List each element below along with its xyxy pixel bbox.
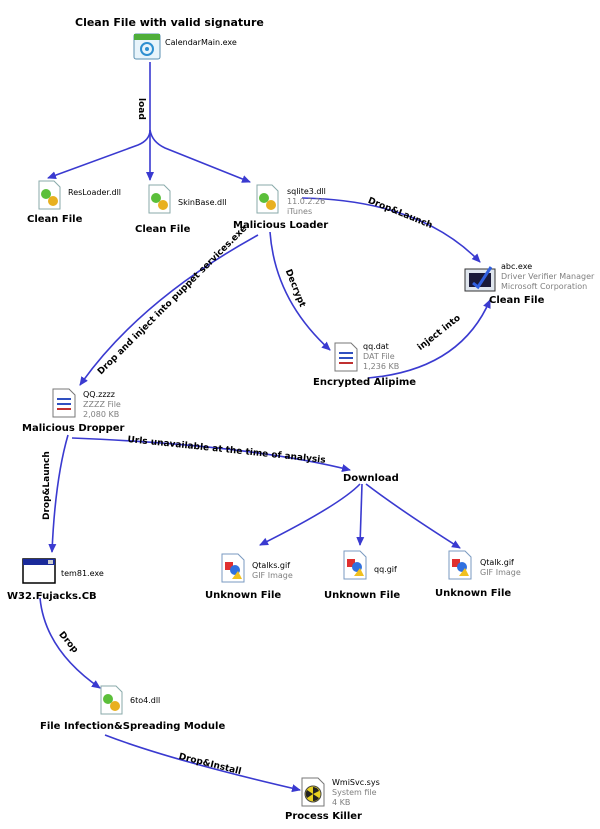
6to4-file-name: 6to4.dll xyxy=(130,696,161,705)
qtalks-type: GIF Image xyxy=(252,571,293,580)
qtalk-gif-icon xyxy=(447,550,473,580)
qqzzzz-file-icon xyxy=(51,388,77,418)
tem81-file-name: tem81.exe xyxy=(61,569,104,578)
abc-file-info: abc.exe Driver Verifier Manager Microsof… xyxy=(501,262,594,292)
edge-download-qtalk xyxy=(365,483,461,549)
calendar-file-name: CalendarMain.exe xyxy=(165,38,237,47)
qqdat-file-icon xyxy=(333,342,359,372)
calendar-exe-icon xyxy=(133,31,161,61)
sqlite-file-info: sqlite3.dll 11.0.2.26 iTunes xyxy=(287,187,326,217)
qqzzzz-size: 2,080 KB xyxy=(83,410,120,419)
wmisvc-file-info: WmiSvc.sys System file 4 KB xyxy=(332,778,380,808)
qtalks-gif-icon xyxy=(220,553,246,583)
abc-description: Driver Verifier Manager xyxy=(501,272,595,281)
qtalk-label: Unknown File xyxy=(435,588,512,599)
edge-sqlite-qqzzzz xyxy=(79,234,259,386)
qtalks-file-info: Qtalks.gif GIF Image xyxy=(252,561,293,581)
6to4-label: File Infection&Spreading Module xyxy=(40,721,226,732)
abc-label: Clean File xyxy=(489,295,545,306)
edge-label-drop-launch-2: Drop&Launch xyxy=(42,451,52,520)
resloader-label: Clean File xyxy=(27,214,83,225)
qqgif-gif-icon xyxy=(342,550,368,580)
edge-qqdat-abc xyxy=(367,299,491,379)
qqgif-label: Unknown File xyxy=(324,590,401,601)
qtalk-type: GIF Image xyxy=(480,568,521,577)
qqzzzz-label: Malicious Dropper xyxy=(22,423,125,434)
skinbase-dll-icon xyxy=(146,184,172,214)
edge-download-qtalks xyxy=(259,483,361,546)
sqlite-dll-icon xyxy=(254,184,280,214)
skinbase-label: Clean File xyxy=(135,224,191,235)
edge-calendar-sqlite xyxy=(149,129,251,183)
qtalks-file-name: Qtalks.gif xyxy=(252,561,291,570)
qqgif-file-name: qq.gif xyxy=(374,565,397,574)
qqzzzz-type: ZZZZ File xyxy=(83,400,121,409)
wmisvc-label: Process Killer xyxy=(285,811,362,822)
qqzzzz-file-name: QQ.zzzz xyxy=(83,390,115,399)
edge-calendar-resloader xyxy=(47,62,151,180)
download-label: Download xyxy=(343,473,399,484)
qqdat-size: 1,236 KB xyxy=(363,362,400,371)
6to4-dll-icon xyxy=(98,685,124,715)
edge-qqzzzz-tem81 xyxy=(48,434,69,553)
wmisvc-type: System file xyxy=(332,788,377,797)
qtalks-label: Unknown File xyxy=(205,590,282,601)
qqdat-label: Encrypted Alipime xyxy=(313,377,417,388)
wmisvc-file-name: WmiSvc.sys xyxy=(332,778,380,787)
tem81-label: W32.Fujacks.CB xyxy=(7,591,97,602)
abc-company: Microsoft Corporation xyxy=(501,282,588,291)
sqlite-file-name: sqlite3.dll xyxy=(287,187,326,196)
resloader-dll-icon xyxy=(36,180,62,210)
edge-sqlite-qqdat xyxy=(269,231,331,351)
diagram-title: Clean File with valid signature xyxy=(75,16,264,29)
sqlite-label: Malicious Loader xyxy=(233,220,329,231)
qqdat-type: DAT File xyxy=(363,352,395,361)
skinbase-file-name: SkinBase.dll xyxy=(178,198,227,207)
wmisvc-size: 4 KB xyxy=(332,798,351,807)
sqlite-version: 11.0.2.26 xyxy=(287,197,326,206)
edge-qqzzzz-download xyxy=(71,437,351,472)
edge-sqlite-abc xyxy=(301,197,481,263)
qtalk-file-name: Qtalk.gif xyxy=(480,558,514,567)
edge-6to4-wmisvc xyxy=(104,734,301,793)
abc-file-name: abc.exe xyxy=(501,262,533,271)
tem81-exe-icon xyxy=(22,558,56,584)
qtalk-file-info: Qtalk.gif GIF Image xyxy=(480,558,521,578)
qqzzzz-file-info: QQ.zzzz ZZZZ File 2,080 KB xyxy=(83,390,121,420)
edge-label-load: load xyxy=(136,98,146,120)
edge-tem81-6to4 xyxy=(39,597,101,689)
sqlite-company: iTunes xyxy=(287,207,313,216)
edge-download-qqgif xyxy=(356,483,365,546)
qqdat-file-name: qq.dat xyxy=(363,342,389,351)
wmisvc-sys-icon xyxy=(300,777,326,807)
qqdat-file-info: qq.dat DAT File 1,236 KB xyxy=(363,342,399,372)
resloader-file-name: ResLoader.dll xyxy=(68,188,122,197)
verifier-exe-icon xyxy=(463,263,497,293)
